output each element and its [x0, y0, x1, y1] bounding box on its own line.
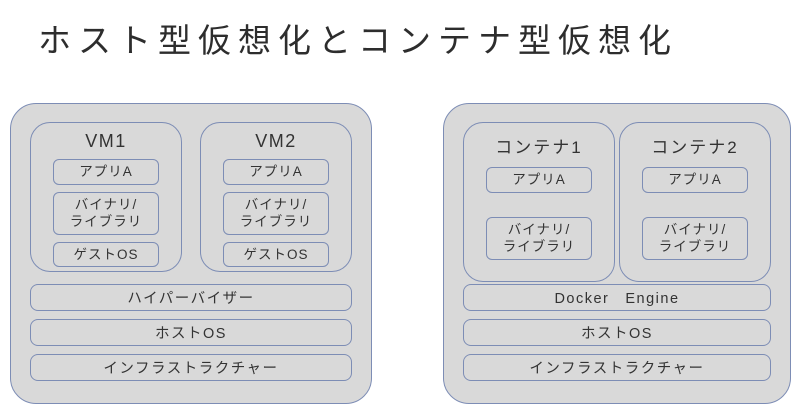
vm2-box: VM2 アプリA バイナリ/ ライブラリ ゲストOS: [200, 122, 352, 272]
container2-title: コンテナ2: [651, 138, 739, 157]
container2-app-chip: アプリA: [642, 167, 748, 193]
vm1-title: VM1: [85, 131, 127, 151]
vm2-app-chip: アプリA: [223, 159, 329, 185]
hypervisor-bar: ハイパーバイザー: [30, 284, 352, 311]
container1-app-chip: アプリA: [486, 167, 592, 193]
host-os-bar-right: ホストOS: [463, 319, 771, 346]
container1-binary-library-chip: バイナリ/ ライブラリ: [486, 216, 592, 260]
vm2-guest-os-chip: ゲストOS: [223, 241, 329, 268]
vm2-title: VM2: [255, 131, 297, 151]
vm1-guest-os-chip: ゲストOS: [53, 241, 159, 268]
host-os-bar-left: ホストOS: [30, 319, 352, 346]
infrastructure-bar-right: インフラストラクチャー: [463, 354, 771, 381]
vm1-box: VM1 アプリA バイナリ/ ライブラリ ゲストOS: [30, 122, 182, 272]
container1-box: コンテナ1 アプリA バイナリ/ ライブラリ: [463, 122, 615, 282]
vm-row: VM1 アプリA バイナリ/ ライブラリ ゲストOS VM2 アプリA バイナリ…: [30, 122, 352, 272]
vm1-binary-library-chip: バイナリ/ ライブラリ: [53, 191, 159, 235]
vm2-binary-library-chip: バイナリ/ ライブラリ: [223, 191, 329, 235]
docker-engine-bar: Docker Engine: [463, 284, 771, 311]
container2-binary-library-chip: バイナリ/ ライブラリ: [642, 216, 748, 260]
infrastructure-bar-left: インフラストラクチャー: [30, 354, 352, 381]
vm1-app-chip: アプリA: [53, 159, 159, 185]
container-virtualization-box: コンテナ1 アプリA バイナリ/ ライブラリ コンテナ2 アプリA バイナリ/ …: [443, 103, 791, 404]
container1-title: コンテナ1: [495, 138, 583, 157]
container2-box: コンテナ2 アプリA バイナリ/ ライブラリ: [619, 122, 771, 282]
page-title: ホスト型仮想化とコンテナ型仮想化: [38, 22, 678, 59]
container-row: コンテナ1 アプリA バイナリ/ ライブラリ コンテナ2 アプリA バイナリ/ …: [463, 122, 771, 282]
host-virtualization-box: VM1 アプリA バイナリ/ ライブラリ ゲストOS VM2 アプリA バイナリ…: [10, 103, 372, 404]
